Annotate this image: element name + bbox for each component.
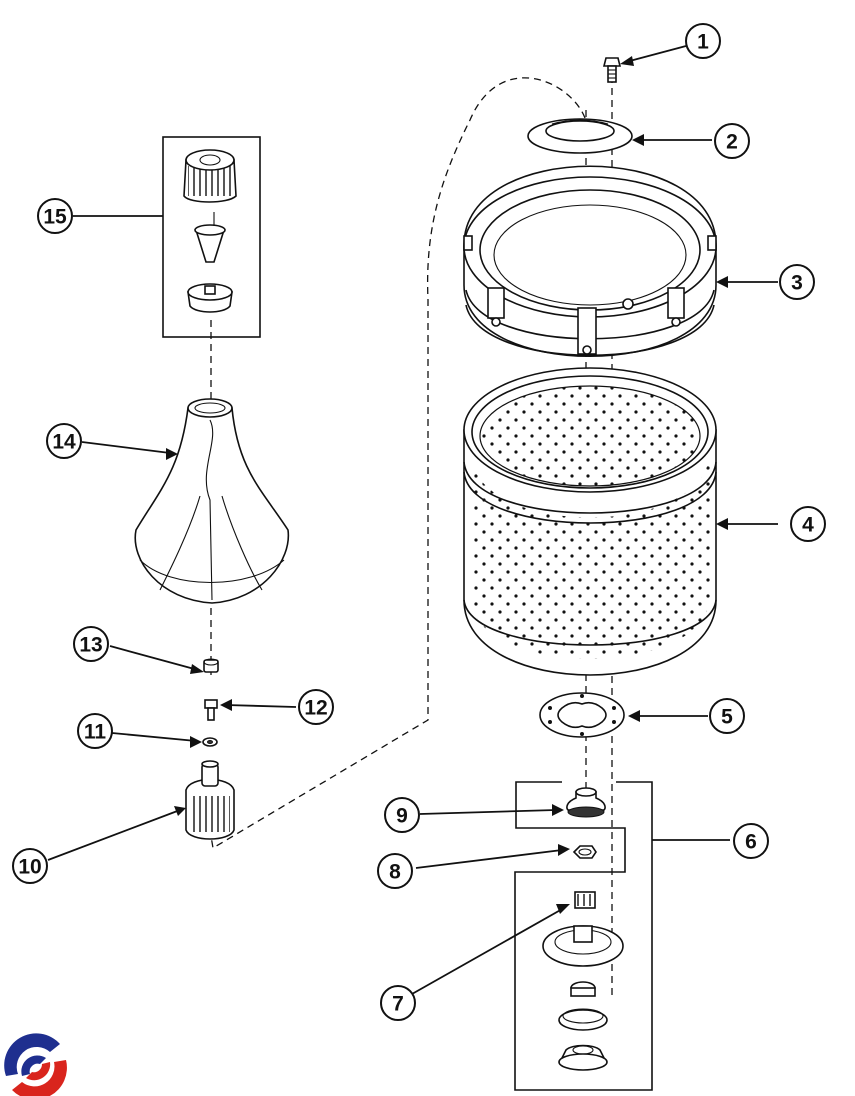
callout-14[interactable]: 14	[46, 423, 82, 459]
part-9-seal-cap[interactable]	[566, 787, 606, 818]
callout-3[interactable]: 3	[779, 264, 815, 300]
callout-15-label: 15	[43, 206, 67, 229]
hub-assembly-components	[542, 925, 624, 1071]
logo-red-swoosh-inner	[26, 1062, 51, 1081]
part-15-dispenser-bracket	[162, 136, 261, 338]
callout-7-label: 7	[392, 993, 404, 1016]
part-14-agitator[interactable]	[134, 398, 290, 604]
part-8-hex-nut[interactable]	[572, 845, 597, 859]
logo-red-swoosh	[12, 1060, 67, 1096]
callout-9[interactable]: 9	[384, 797, 420, 833]
callout-12[interactable]: 12	[298, 689, 334, 725]
callout-3-label: 3	[791, 272, 803, 295]
callout-1-label: 1	[697, 31, 709, 54]
callout-5[interactable]: 5	[709, 698, 745, 734]
callout-14-label: 14	[52, 431, 76, 454]
callout-9-label: 9	[396, 805, 408, 828]
part-10-drive-block[interactable]	[185, 760, 235, 840]
callout-1[interactable]: 1	[685, 23, 721, 59]
callout-7[interactable]: 7	[380, 985, 416, 1021]
callout-11[interactable]: 11	[77, 713, 113, 749]
part-15-dispenser-base[interactable]	[187, 283, 233, 313]
brand-logo	[4, 1033, 67, 1096]
callout-12-label: 12	[304, 697, 327, 720]
part-6-hub-assembly-bracket	[514, 781, 653, 1091]
part-15-dispenser-funnel[interactable]	[194, 212, 226, 263]
callout-4-label: 4	[802, 514, 814, 537]
callout-2-label: 2	[726, 131, 738, 154]
callout-4[interactable]: 4	[790, 506, 826, 542]
logo-blue-swoosh	[4, 1033, 60, 1076]
callout-6-label: 6	[745, 831, 757, 854]
callout-10[interactable]: 10	[12, 848, 48, 884]
part-11-washer[interactable]	[202, 737, 218, 747]
leader-lines	[47, 45, 778, 995]
part-3-balance-ring[interactable]	[463, 165, 717, 358]
callout-13-label: 13	[79, 634, 102, 657]
part-12-bolt[interactable]	[204, 699, 218, 721]
callout-11-label: 11	[84, 721, 107, 744]
callout-8[interactable]: 8	[377, 853, 413, 889]
callout-5-label: 5	[721, 706, 733, 729]
callout-10-label: 10	[18, 856, 41, 879]
part-5-hub-gasket[interactable]	[539, 692, 625, 738]
callout-8-label: 8	[389, 861, 401, 884]
part-1-screw[interactable]	[602, 57, 622, 83]
callout-15[interactable]: 15	[37, 198, 73, 234]
logo-blue-swoosh-inner	[21, 1055, 47, 1076]
part-13-nut[interactable]	[203, 658, 219, 673]
callout-2[interactable]: 2	[714, 123, 750, 159]
part-2-retainer-ring[interactable]	[527, 118, 633, 154]
callout-6[interactable]: 6	[733, 823, 769, 859]
part-15-dispenser-cap[interactable]	[183, 149, 237, 203]
part-7-roller-bearing[interactable]	[574, 891, 596, 909]
part-4-wash-basket[interactable]	[463, 367, 717, 676]
callout-13[interactable]: 13	[73, 626, 109, 662]
